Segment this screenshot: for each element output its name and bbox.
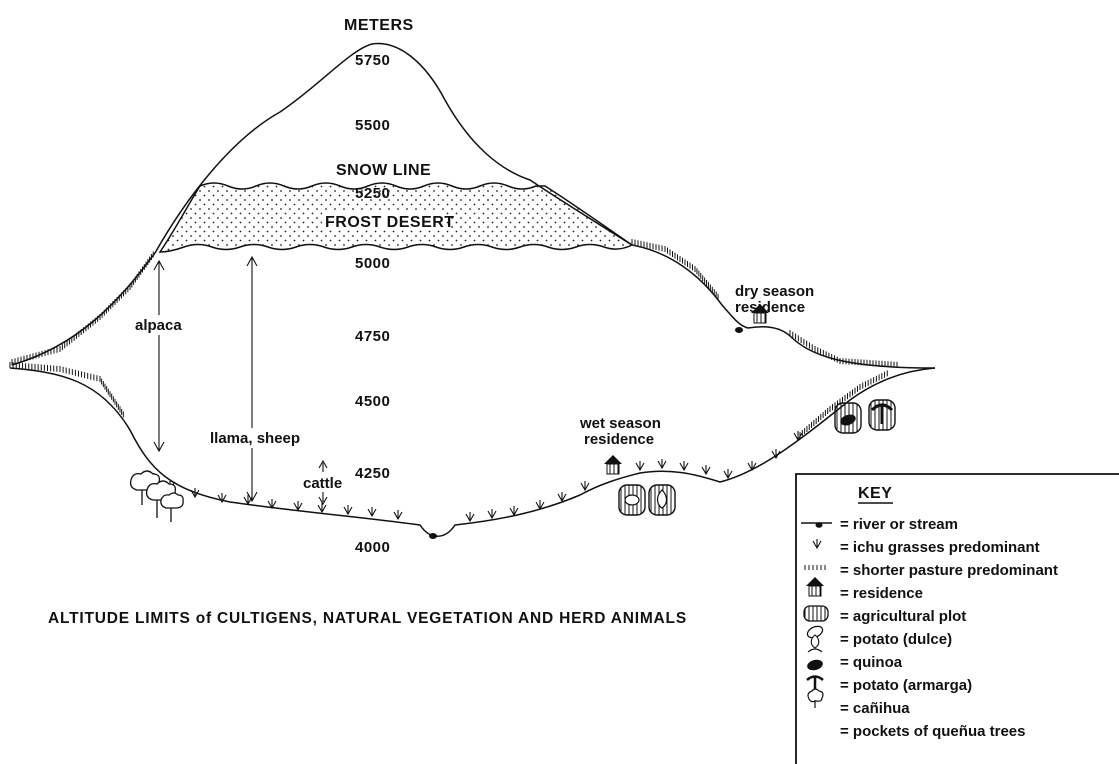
- ichu-grass-icon: [812, 538, 822, 549]
- key-item-agricultural-plot: = agricultural plot: [840, 608, 966, 625]
- mountain-right-slope: [631, 244, 936, 369]
- river-marker: [429, 533, 437, 539]
- key-item-quenua: = pockets of queñua trees: [840, 723, 1025, 740]
- dry-residence-label: residence: [735, 299, 805, 316]
- quenua-tree-icon: [807, 688, 824, 708]
- mountain-left-slope: [11, 252, 156, 366]
- canihua-icon: [806, 675, 824, 690]
- key-item-potato-armarga: = potato (armarga): [840, 677, 972, 694]
- alpaca-label: alpaca: [135, 317, 182, 334]
- key-item-residence: = residence: [840, 585, 923, 602]
- wet-residence-label: residence: [584, 431, 654, 448]
- short-pasture-markings: [9, 239, 898, 438]
- altitude-4250: 4250: [355, 465, 390, 482]
- altitude-5250: 5250: [355, 185, 390, 202]
- snow-line-label: SNOW LINE: [336, 162, 431, 179]
- key-title: KEY: [858, 485, 892, 502]
- river-icon: [801, 522, 832, 528]
- residence-icon: [805, 576, 825, 597]
- llama-sheep-range-arrow: [246, 255, 258, 503]
- wet-season-label: wet season: [579, 415, 661, 432]
- quinoa-icon: [807, 634, 823, 653]
- scale-title: METERS: [344, 17, 414, 34]
- altitude-5500: 5500: [355, 117, 390, 134]
- altitude-5750: 5750: [355, 52, 390, 69]
- altitude-4750: 4750: [355, 328, 390, 345]
- key-item-canihua: = cañihua: [840, 700, 910, 717]
- quenua-trees-icon: [129, 470, 184, 522]
- frost-desert-label: FROST DESERT: [325, 214, 455, 231]
- altitude-4500: 4500: [355, 393, 390, 410]
- mountain-peak-outline: [154, 42, 633, 254]
- diagram-caption: ALTITUDE LIMITS of CULTIGENS, NATURAL VE…: [48, 610, 687, 627]
- plot-canihua-icon: [868, 399, 896, 431]
- key-item-quinoa: = quinoa: [840, 654, 903, 671]
- agricultural-plot-icon: [803, 605, 829, 622]
- key-item-ichu: = ichu grasses predominant: [840, 539, 1040, 556]
- potato-armarga-icon: [807, 659, 823, 671]
- short-pasture-icon: [803, 565, 827, 570]
- cattle-label: cattle: [303, 475, 342, 492]
- key-item-potato-dulce: = potato (dulce): [840, 631, 952, 648]
- altitude-5000: 5000: [355, 255, 390, 272]
- plot-potato-dulce-icon: [618, 484, 646, 516]
- llama-sheep-label: llama, sheep: [210, 430, 300, 447]
- cattle-range-arrow: [318, 459, 328, 506]
- plot-quinoa-icon: [648, 484, 676, 516]
- key-item-river: = river or stream: [840, 516, 958, 533]
- altitude-4000: 4000: [355, 539, 390, 556]
- dry-season-label: dry season: [735, 283, 814, 300]
- key-legend: KEY = river or stream = ichu grasses pre…: [795, 473, 1119, 764]
- plot-potato-armarga-icon: [834, 402, 862, 434]
- wet-season-residence-icon: [603, 454, 623, 475]
- alpaca-range-arrow: [153, 259, 165, 453]
- key-item-short-pasture: = shorter pasture predominant: [840, 562, 1058, 579]
- dry-river-marker: [735, 327, 743, 333]
